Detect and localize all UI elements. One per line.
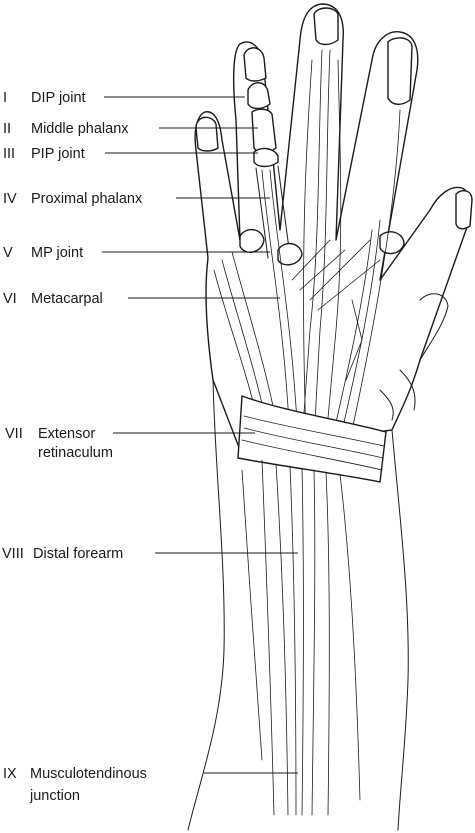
- zone-label-i: I DIP joint: [3, 90, 245, 106]
- middle-phalanx-bone: [251, 108, 277, 154]
- zone-label-vii: VII Extensor retinaculum: [5, 426, 255, 461]
- zone-text: Metacarpal: [31, 291, 103, 307]
- zone-text: MP joint: [31, 245, 83, 261]
- extensor-retinaculum-band: [237, 395, 387, 483]
- forearm-outline: [187, 374, 225, 831]
- thumb-bones: [379, 293, 449, 421]
- zone-numeral: IX: [3, 766, 17, 782]
- forearm-tendons: [241, 459, 361, 816]
- zone-label-viii: VIII Distal forearm: [2, 546, 298, 562]
- zone-numeral: VIII: [2, 546, 24, 562]
- proximal-phalanx-bone: [255, 165, 291, 259]
- zone-text-line2: junction: [29, 788, 80, 804]
- ring-nail: [313, 7, 339, 46]
- pip-joint-bone: [253, 147, 279, 168]
- zone-labels: I DIP joint II Middle phalanx III PIP jo…: [2, 90, 298, 804]
- zone-numeral: II: [3, 121, 11, 137]
- zone-text: DIP joint: [31, 90, 86, 106]
- zone-label-iv: IV Proximal phalanx: [3, 191, 270, 207]
- forearm-outline-right: [391, 429, 409, 831]
- zone-label-iii: III PIP joint: [3, 146, 258, 162]
- zone-text: Proximal phalanx: [31, 191, 143, 207]
- zone-text: PIP joint: [31, 146, 85, 162]
- middle-nail: [243, 47, 267, 82]
- zone-text: Middle phalanx: [31, 121, 129, 137]
- zone-numeral: IV: [3, 191, 17, 207]
- zone-numeral: V: [3, 245, 13, 261]
- zone-text: Extensor: [38, 426, 95, 442]
- zone-text: Distal forearm: [33, 546, 123, 562]
- zone-numeral: III: [3, 146, 15, 162]
- zone-text-line2: retinaculum: [38, 445, 113, 461]
- knuckle-middle: [277, 243, 303, 266]
- knuckle-ring: [379, 231, 405, 255]
- zone-label-vi: VI Metacarpal: [3, 291, 280, 307]
- zone-numeral: VII: [5, 426, 23, 442]
- distal-phalanx: [247, 82, 271, 110]
- index-nail: [195, 116, 219, 152]
- zone-text: Musculotendinous: [30, 766, 147, 782]
- zone-label-ii: II Middle phalanx: [3, 121, 258, 137]
- zone-label-ix: IX Musculotendinous junction: [3, 766, 298, 804]
- zone-numeral: I: [3, 90, 7, 106]
- knuckle-index: [239, 229, 265, 253]
- zone-numeral: VI: [3, 291, 17, 307]
- zone-label-v: V MP joint: [3, 245, 270, 261]
- hand-dorsum-outline: [194, 3, 471, 451]
- little-nail: [387, 37, 413, 105]
- hand-illustration: [187, 3, 473, 831]
- thumb-nail: [455, 189, 473, 230]
